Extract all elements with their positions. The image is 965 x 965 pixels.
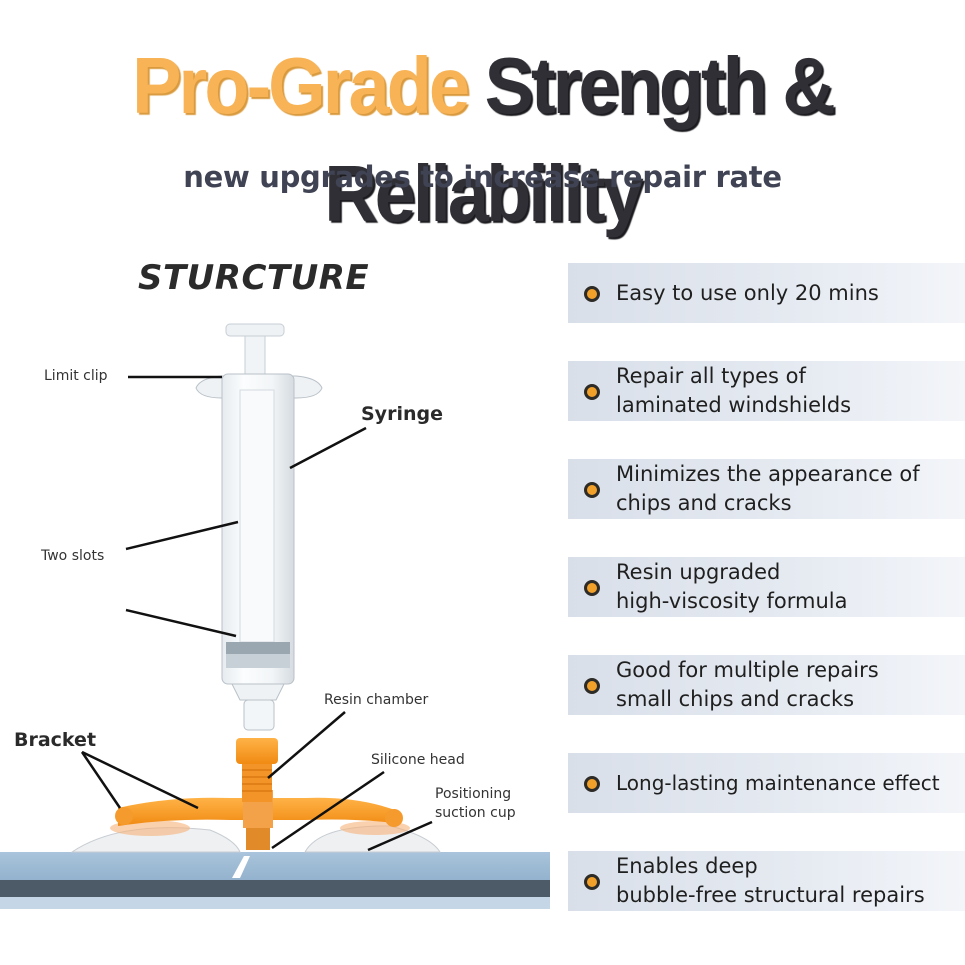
bullet-icon <box>584 580 600 596</box>
feature-text: Easy to use only 20 mins <box>616 280 879 305</box>
feature-item: Minimizes the appearance of chips and cr… <box>568 459 965 519</box>
feature-item: Enables deep bubble-free structural repa… <box>568 851 965 911</box>
headline-accent: Pro-Grade <box>132 40 470 131</box>
syringe-body <box>195 323 323 731</box>
label-positioning: Positioning <box>435 786 512 802</box>
diagram-illustration <box>0 323 550 909</box>
feature-text: Resin upgraded high-viscosity formula <box>616 560 848 613</box>
label-bracket: Bracket <box>14 729 97 751</box>
bullet-icon <box>584 776 600 792</box>
bullet-icon <box>584 678 600 694</box>
bullet-icon <box>584 384 600 400</box>
label-resin-chamber: Resin chamber <box>324 692 429 708</box>
leader-lines <box>80 375 433 852</box>
subtitle: new upgrades to increase repair rate <box>183 160 782 194</box>
bullet-icon <box>584 286 600 302</box>
label-limit-clip: Limit clip <box>44 368 108 384</box>
feature-item: Long-lasting maintenance effect <box>568 753 965 813</box>
feature-text: Good for multiple repairs small chips an… <box>616 658 879 711</box>
feature-text: Repair all types of laminated windshield… <box>616 364 852 417</box>
structure-title: STURCTURE <box>138 258 370 298</box>
feature-text: Enables deep bubble-free structural repa… <box>616 854 925 907</box>
headline-rest: Strength & Reliability <box>324 40 836 239</box>
label-silicone-head: Silicone head <box>371 752 465 768</box>
label-syringe: Syringe <box>361 403 443 425</box>
windshield <box>0 852 550 909</box>
bullet-icon <box>584 874 600 890</box>
feature-text: Minimizes the appearance of chips and cr… <box>616 462 920 515</box>
bullet-icon <box>584 482 600 498</box>
structure-diagram: Limit clip Syringe Two slots Resin chamb… <box>0 310 560 930</box>
feature-item: Easy to use only 20 mins <box>568 263 965 323</box>
label-two-slots: Two slots <box>41 548 105 564</box>
label-suction-cup: suction cup <box>435 805 516 821</box>
feature-item: Resin upgraded high-viscosity formula <box>568 557 965 617</box>
resin-chamber <box>236 738 278 850</box>
feature-text: Long-lasting maintenance effect <box>616 770 940 795</box>
feature-item: Repair all types of laminated windshield… <box>568 361 965 421</box>
headline: Pro-Grade Strength & Reliability <box>0 32 965 248</box>
feature-item: Good for multiple repairs small chips an… <box>568 655 965 715</box>
